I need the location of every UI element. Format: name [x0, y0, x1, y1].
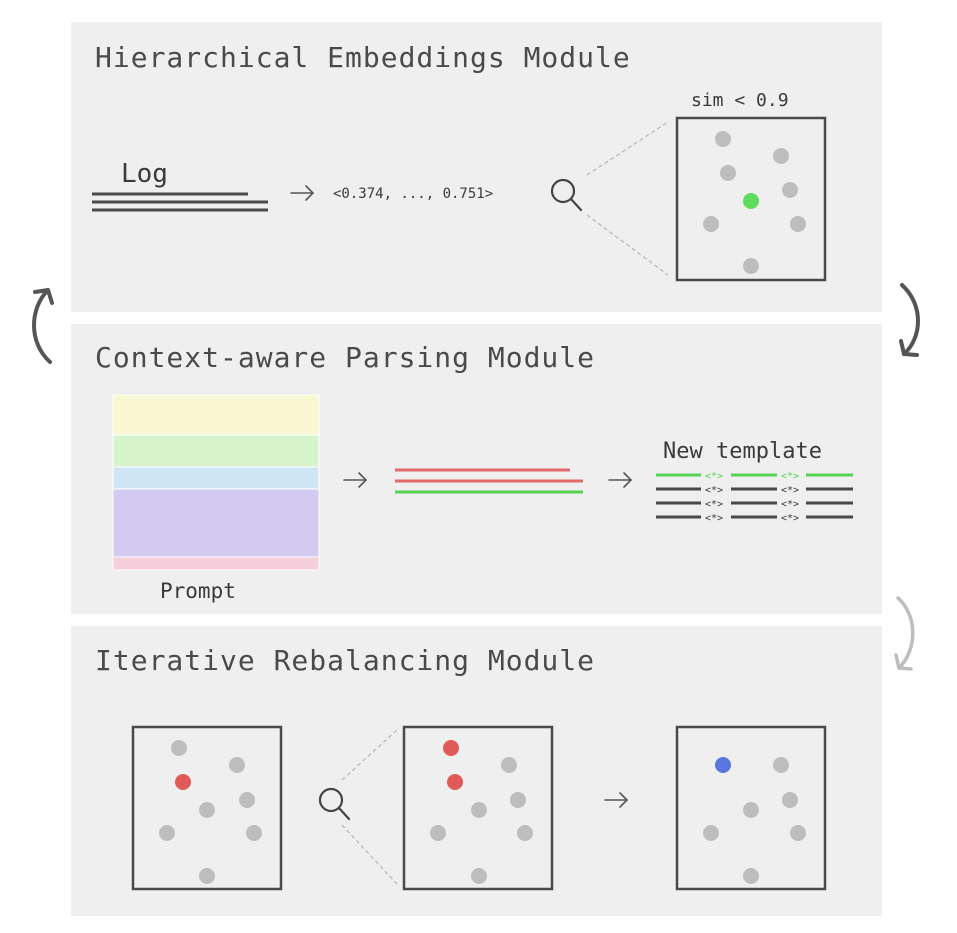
- prompt-section: [112, 488, 320, 558]
- embedding-vector: <0.374, ..., 0.751>: [333, 186, 493, 202]
- prompt-label: Prompt: [160, 579, 236, 603]
- point: [471, 802, 487, 818]
- template-rows: [656, 473, 853, 519]
- point: [199, 868, 215, 884]
- point: [229, 757, 245, 773]
- point: [743, 258, 759, 274]
- cluster-box-zoomed: [402, 725, 554, 891]
- embedding-space-box: [675, 116, 827, 282]
- zoomed-points: [430, 740, 533, 884]
- point: [517, 825, 533, 841]
- point: [159, 825, 175, 841]
- placeholder: <*>: [705, 485, 723, 496]
- point: [510, 792, 526, 808]
- embedding-points: [703, 131, 806, 274]
- cycle-arrow-icon-left: [32, 288, 54, 364]
- placeholder: <*>: [705, 471, 723, 482]
- placeholder: <*>: [705, 513, 723, 524]
- zoom-guide-lines: [341, 729, 398, 885]
- placeholder: <*>: [781, 485, 799, 496]
- point: [471, 868, 487, 884]
- point-query: [743, 193, 759, 209]
- embeddings-module-title: Hierarchical Embeddings Module: [95, 41, 631, 74]
- similarity-threshold: sim < 0.9: [691, 90, 789, 111]
- new-template-label: New template: [663, 439, 822, 464]
- rebalancing-module-title: Iterative Rebalancing Module: [95, 644, 595, 677]
- point-outlier: [175, 774, 191, 790]
- log-label: Log: [121, 159, 168, 189]
- point: [782, 792, 798, 808]
- parsing-module-title: Context-aware Parsing Module: [95, 341, 595, 374]
- placeholder: <*>: [781, 513, 799, 524]
- point-merged: [715, 757, 731, 773]
- cluster-box-rebalanced: [675, 725, 827, 891]
- prompt-section: [112, 466, 320, 490]
- point: [720, 165, 736, 181]
- placeholder: <*>: [781, 499, 799, 510]
- point: [715, 131, 731, 147]
- prompt-section: [112, 394, 320, 436]
- point: [246, 825, 262, 841]
- point: [430, 825, 446, 841]
- placeholder: <*>: [781, 471, 799, 482]
- point: [743, 802, 759, 818]
- point-outlier: [447, 774, 463, 790]
- prompt-block: [112, 394, 320, 571]
- zoom-guide-lines: [586, 121, 669, 276]
- point: [790, 216, 806, 232]
- point: [743, 868, 759, 884]
- prompt-section: [112, 556, 320, 571]
- point-outlier: [443, 740, 459, 756]
- point: [171, 740, 187, 756]
- point: [773, 148, 789, 164]
- point: [773, 757, 789, 773]
- point: [239, 792, 255, 808]
- point: [703, 216, 719, 232]
- cluster-box-initial: [131, 725, 283, 891]
- initial-points: [159, 740, 262, 884]
- search-icon: [550, 178, 583, 212]
- point: [782, 182, 798, 198]
- template-placeholders: <*> <*> <*> <*> <*> <*> <*> <*>: [705, 471, 799, 524]
- parsed-log-lines: [395, 468, 583, 494]
- arrow-right-icon: [604, 792, 629, 808]
- search-icon: [318, 787, 351, 821]
- rebalancing-panel: [71, 626, 882, 916]
- arrow-right-icon: [343, 472, 368, 488]
- point: [790, 825, 806, 841]
- placeholder: <*>: [705, 499, 723, 510]
- cycle-arrow-icon-right: [899, 283, 920, 357]
- prompt-section: [112, 434, 320, 468]
- arrow-right-icon: [290, 185, 315, 201]
- point: [199, 802, 215, 818]
- arrow-right-icon: [608, 472, 633, 488]
- rebalanced-points: [703, 757, 806, 884]
- point: [703, 825, 719, 841]
- point: [501, 757, 517, 773]
- log-lines: [92, 192, 268, 212]
- cycle-arrow-icon-right-light: [894, 596, 915, 671]
